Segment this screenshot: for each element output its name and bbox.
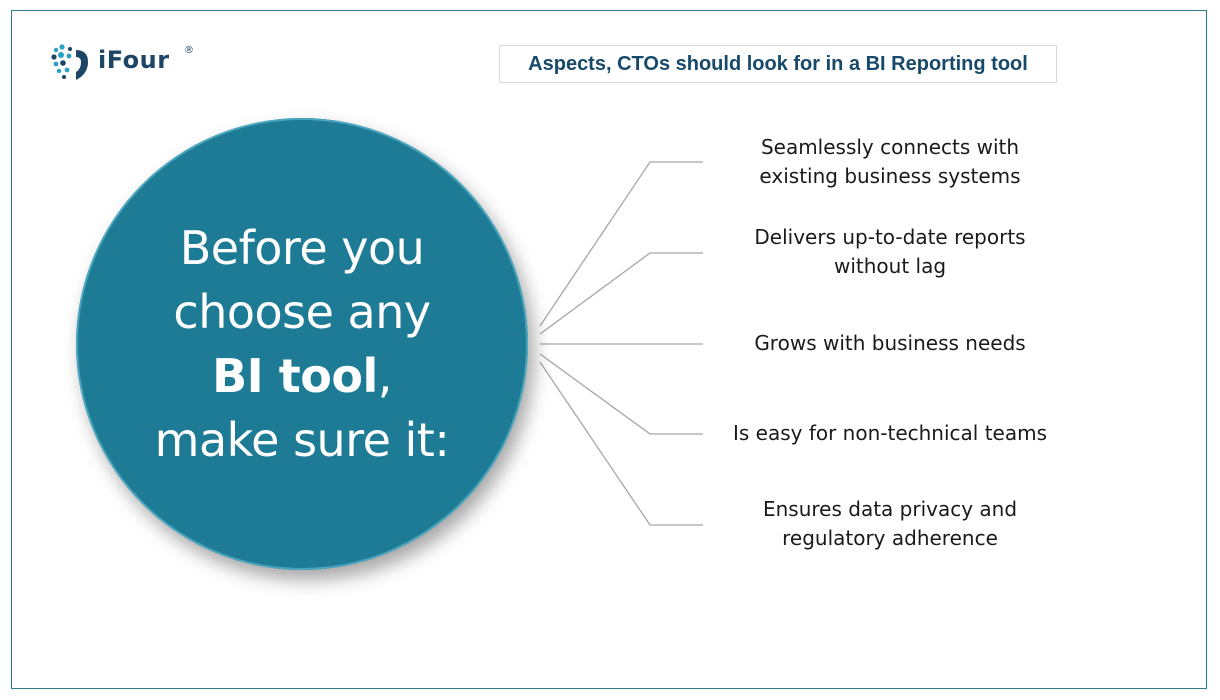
aspect-item-2: Delivers up-to-date reports without lag xyxy=(754,225,1026,278)
aspect-item-1: Seamlessly connects with existing busine… xyxy=(759,135,1021,188)
slide-frame xyxy=(11,10,1207,689)
logo-wordmark: iFour xyxy=(98,46,170,74)
central-circle: Before you choose any BI tool, make sure… xyxy=(76,118,528,570)
title-box: Aspects, CTOs should look for in a BI Re… xyxy=(499,45,1057,83)
ifour-logo: iFour ® xyxy=(50,42,200,86)
aspect-item-3: Grows with business needs xyxy=(754,331,1026,355)
logo-dots-icon xyxy=(51,44,88,80)
circle-line-1: Before you xyxy=(179,221,425,275)
aspect-item-5: Ensures data privacy and regulatory adhe… xyxy=(762,497,1018,550)
circle-comma: , xyxy=(377,349,393,403)
circle-line-4: make sure it: xyxy=(154,413,450,467)
aspect-item-4: Is easy for non-technical teams xyxy=(732,421,1048,445)
circle-bold-text: BI tool xyxy=(212,349,378,403)
circle-line-2: choose any xyxy=(173,285,431,339)
circle-line-3: BI tool, xyxy=(212,344,392,408)
page-title: Aspects, CTOs should look for in a BI Re… xyxy=(528,52,1028,75)
registered-mark: ® xyxy=(184,45,194,56)
